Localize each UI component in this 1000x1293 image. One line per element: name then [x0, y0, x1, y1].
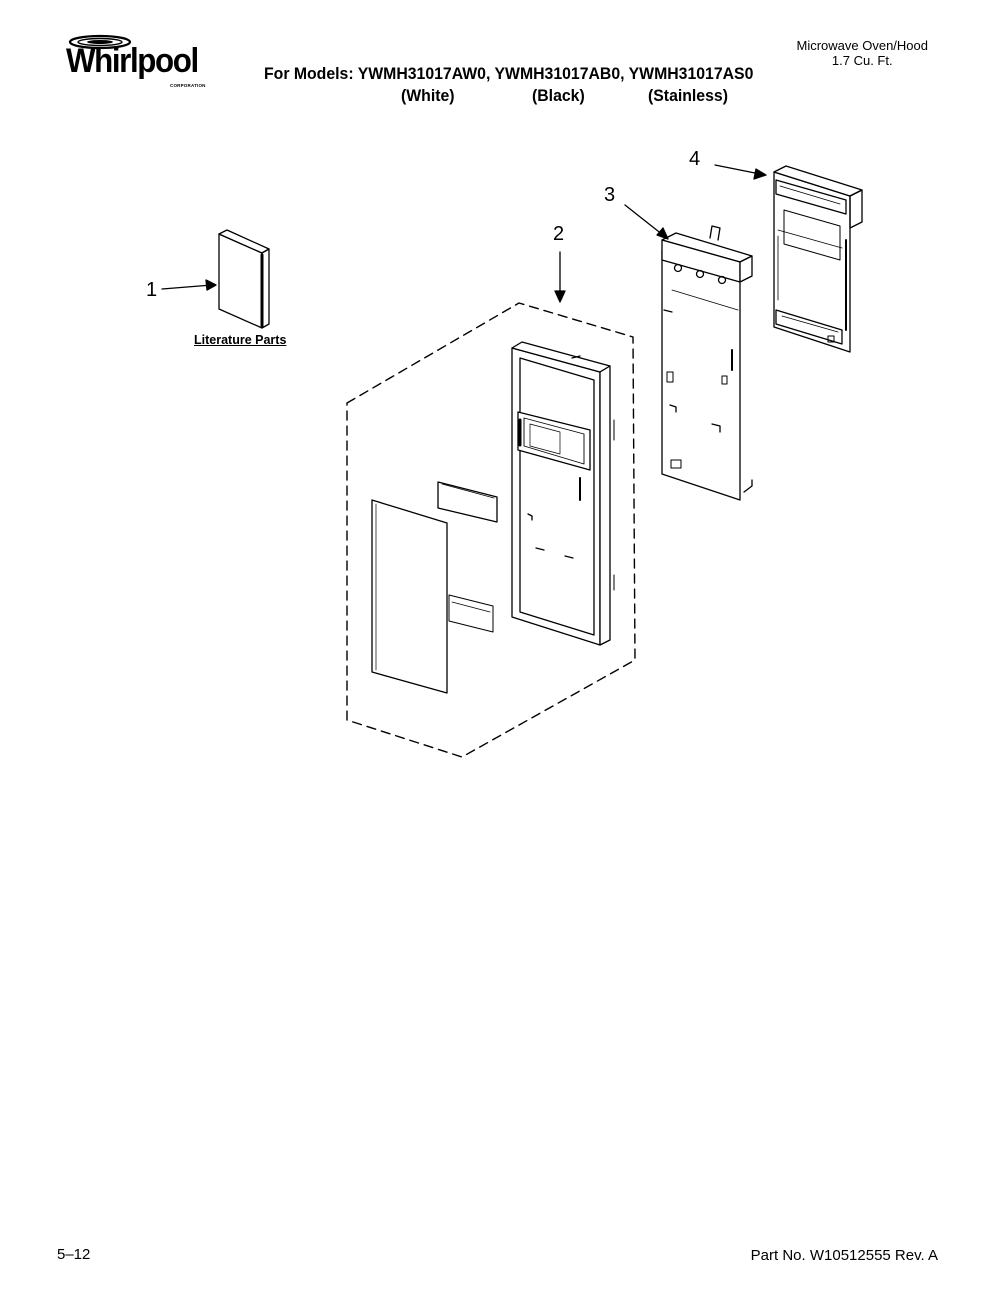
callout-arrow-2 — [554, 251, 566, 303]
brand-corporation: CORPORATION — [170, 83, 206, 88]
brand-wordmark: Whirlpool — [66, 42, 199, 80]
part-number: Part No. W10512555 Rev. A — [750, 1247, 938, 1264]
callout-number-3: 3 — [604, 184, 616, 206]
callout-number-1: 1 — [146, 279, 158, 301]
callout-number-4: 4 — [689, 148, 701, 170]
variant-black: (Black) — [532, 86, 585, 105]
part-1-literature-booklet — [218, 229, 270, 329]
callout-arrow-4 — [714, 164, 767, 180]
models-line: For Models: YWMH31017AW0, YWMH31017AB0, … — [264, 64, 754, 83]
callout-arrow-1 — [161, 279, 217, 291]
product-capacity: 1.7 Cu. Ft. — [831, 53, 893, 68]
variant-white: (White) — [401, 86, 455, 105]
callout-arrow-3 — [624, 204, 669, 240]
page-number: 5–12 — [57, 1246, 91, 1263]
whirlpool-swirl-icon — [68, 34, 132, 50]
part-2-control-panel-assembly — [346, 302, 636, 758]
product-type: Microwave Oven/Hood — [796, 38, 929, 53]
part-4-mounting-bracket — [773, 165, 863, 353]
part-3-control-board-bracket — [661, 225, 753, 501]
literature-parts-label: Literature Parts — [194, 333, 287, 347]
whirlpool-logo: Whirlpool CORPORATION — [62, 30, 222, 90]
variant-stainless: (Stainless) — [648, 86, 728, 105]
product-description: Microwave Oven/Hood 1.7 Cu. Ft. — [797, 38, 929, 68]
callout-number-2: 2 — [553, 223, 565, 245]
